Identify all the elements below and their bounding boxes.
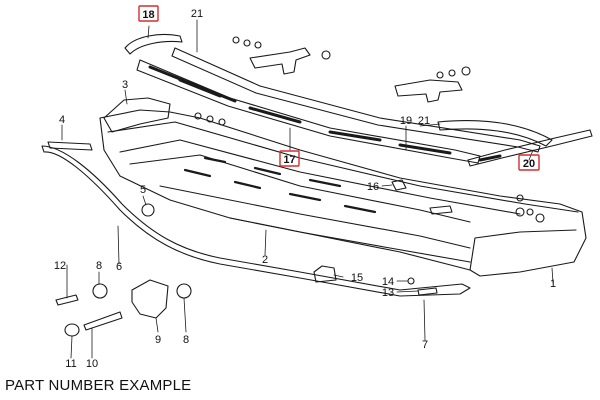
highlight-box-18 [138,5,159,22]
screw-10 [83,311,123,331]
callout-15[interactable]: 15 [351,272,363,284]
callout-11[interactable]: 11 [65,358,76,370]
callout-7[interactable]: 7 [422,339,428,351]
diagram-caption: PART NUMBER EXAMPLE [5,377,192,394]
callout-5[interactable]: 5 [140,184,146,196]
callout-9[interactable]: 9 [155,334,161,346]
callout-10[interactable]: 10 [86,358,98,370]
callout-21a[interactable]: 21 [191,8,203,20]
callout-3[interactable]: 3 [122,79,128,91]
corner-trim-21 [437,120,553,147]
nut-14 [407,277,415,285]
highlight-box-20 [518,154,540,171]
highlight-box-17 [279,150,300,167]
callout-6[interactable]: 6 [116,261,122,273]
bumper-exploded-diagram: 18 21 3 4 19 21 17 20 5 16 12 8 6 2 15 1… [41,5,593,370]
callout-8b[interactable]: 8 [183,334,189,346]
upper-bracket-right [394,79,463,103]
upper-trim-strip [136,59,481,164]
callout-21b[interactable]: 21 [418,115,430,127]
upper-bracket-left [249,47,311,75]
bracket-9 [131,279,169,319]
clip-16 [391,179,407,191]
bolt-row-right [429,194,545,223]
nut-5 [141,203,155,217]
grommet-8a [92,283,108,299]
lower-rub-strip [41,145,471,297]
strip-end-18 [124,33,183,55]
callout-17[interactable]: 17 [283,154,295,166]
clip-15 [313,265,337,283]
callout-12[interactable]: 12 [54,260,66,272]
callout-19[interactable]: 19 [400,115,412,127]
bumper-end-cap-3 [103,97,171,133]
callout-4[interactable]: 4 [59,114,65,126]
callout-14[interactable]: 14 [382,276,394,288]
callout-16[interactable]: 16 [367,181,379,193]
strip-end-20 [467,129,593,167]
cap-11 [64,323,80,337]
callout-18[interactable]: 18 [142,9,154,21]
callout-20[interactable]: 20 [523,158,535,170]
rear-trim-strip [171,47,541,153]
bumper-main-body [99,109,587,277]
bolt-12 [55,294,79,306]
callout-2[interactable]: 2 [262,254,268,266]
bolt-row-upper [194,36,471,126]
callout-8a[interactable]: 8 [96,260,102,272]
bolt-13 [417,287,438,296]
grommet-8b [176,283,192,299]
callout-1[interactable]: 1 [550,278,556,290]
leader-lines [61,19,554,359]
callout-13[interactable]: 13 [382,287,394,299]
